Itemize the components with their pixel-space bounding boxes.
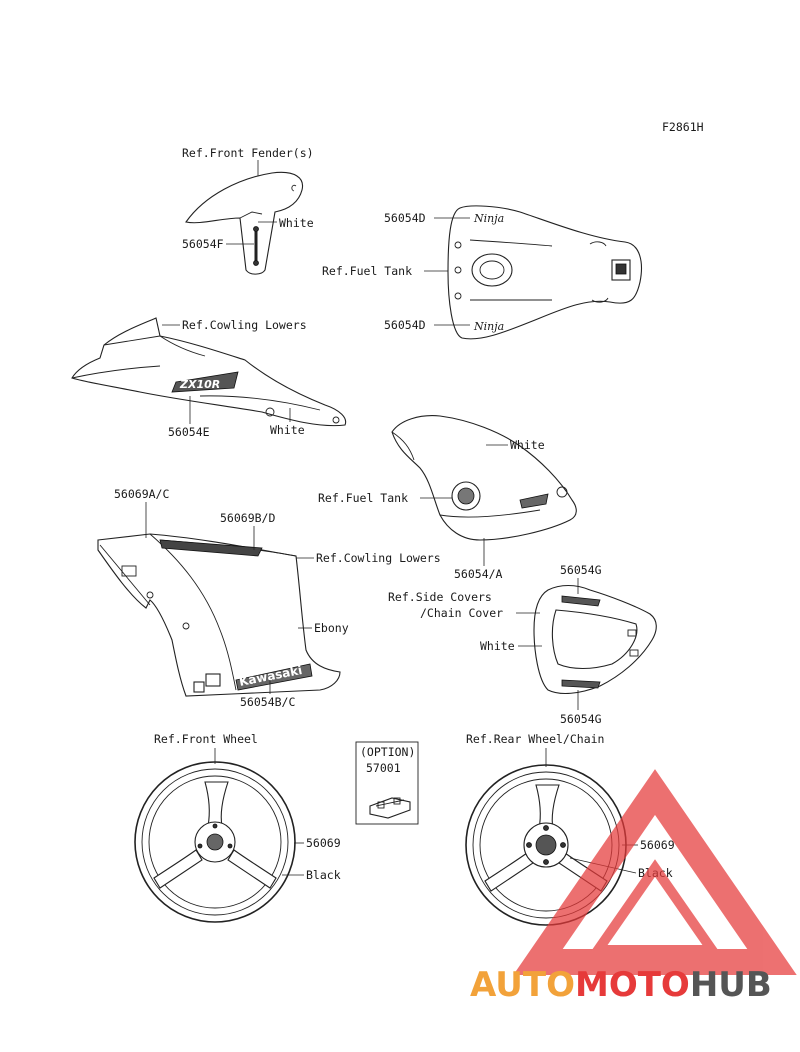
tank-side-part-label: 56054/A [454,567,503,581]
side-cover-ref-label-2: /Chain Cover [420,606,503,620]
rear-wheel-drawing [465,764,627,926]
side-cover-part-bottom-label: 56054G [560,712,602,726]
upper-cowl-part-b-label: 56069B/D [220,511,275,525]
option-label: (OPTION) [360,745,415,759]
tank-logo-top: Ninja [473,212,504,225]
cowling-lower-ref-label: Ref.Cowling Lowers [182,318,307,332]
front-fender-drawing [185,171,304,275]
tank-side-ref-label: Ref.Fuel Tank [318,491,408,505]
upper-cowl-ebony-label: Ebony [314,621,349,635]
watermark-part-2: MOTO [575,965,690,1005]
fuel-tank-side-drawing [391,415,577,541]
front-fender-ref-label: Ref.Front Fender(s) [182,146,314,160]
rear-wheel-ref-label: Ref.Rear Wheel/Chain [466,732,604,746]
option-part-label: 57001 [366,761,401,775]
cowling-lower-drawing: ZX10R [71,317,347,427]
front-fender-white-label: White [279,216,314,230]
side-cover-ref-label-1: Ref.Side Covers [388,590,492,604]
fuel-tank-top-drawing: Ninja Ninja [447,205,643,340]
watermark-part-3: HUB [690,965,772,1005]
figure-code: F2861H [662,120,704,134]
upper-cowl-ref-label: Ref.Cowling Lowers [316,551,441,565]
cowl-lower-logo: ZX10R [179,378,220,391]
front-wheel-drawing [134,761,296,923]
rear-wheel-part-label: 56069 [640,838,675,852]
side-cover-drawing [533,584,657,695]
front-fender-part-label: 56054F [182,237,224,251]
watermark-text: AUTOMOTOHUB [470,965,772,1005]
upper-cowl-part-c-label: 56054B/C [240,695,295,709]
tank-logo-bottom: Ninja [473,320,504,333]
fuel-tank-bottom-part-label: 56054D [384,318,426,332]
option-box [355,741,419,825]
front-wheel-part-label: 56069 [306,836,341,850]
fuel-tank-top-part-label: 56054D [384,211,426,225]
tank-side-white-label: White [510,438,545,452]
cowling-lower-white-label: White [270,423,305,437]
cowling-lower-part-label: 56054E [168,425,210,439]
watermark-part-1: AUTO [470,965,575,1005]
fuel-tank-ref-label: Ref.Fuel Tank [322,264,412,278]
front-wheel-ref-label: Ref.Front Wheel [154,732,258,746]
front-wheel-black-label: Black [306,868,341,882]
upper-cowl-part-a-label: 56069A/C [114,487,169,501]
upper-cowl-drawing: Kawasaki [97,533,341,697]
side-cover-part-top-label: 56054G [560,563,602,577]
side-cover-white-label: White [480,639,515,653]
watermark-logo [513,769,797,975]
